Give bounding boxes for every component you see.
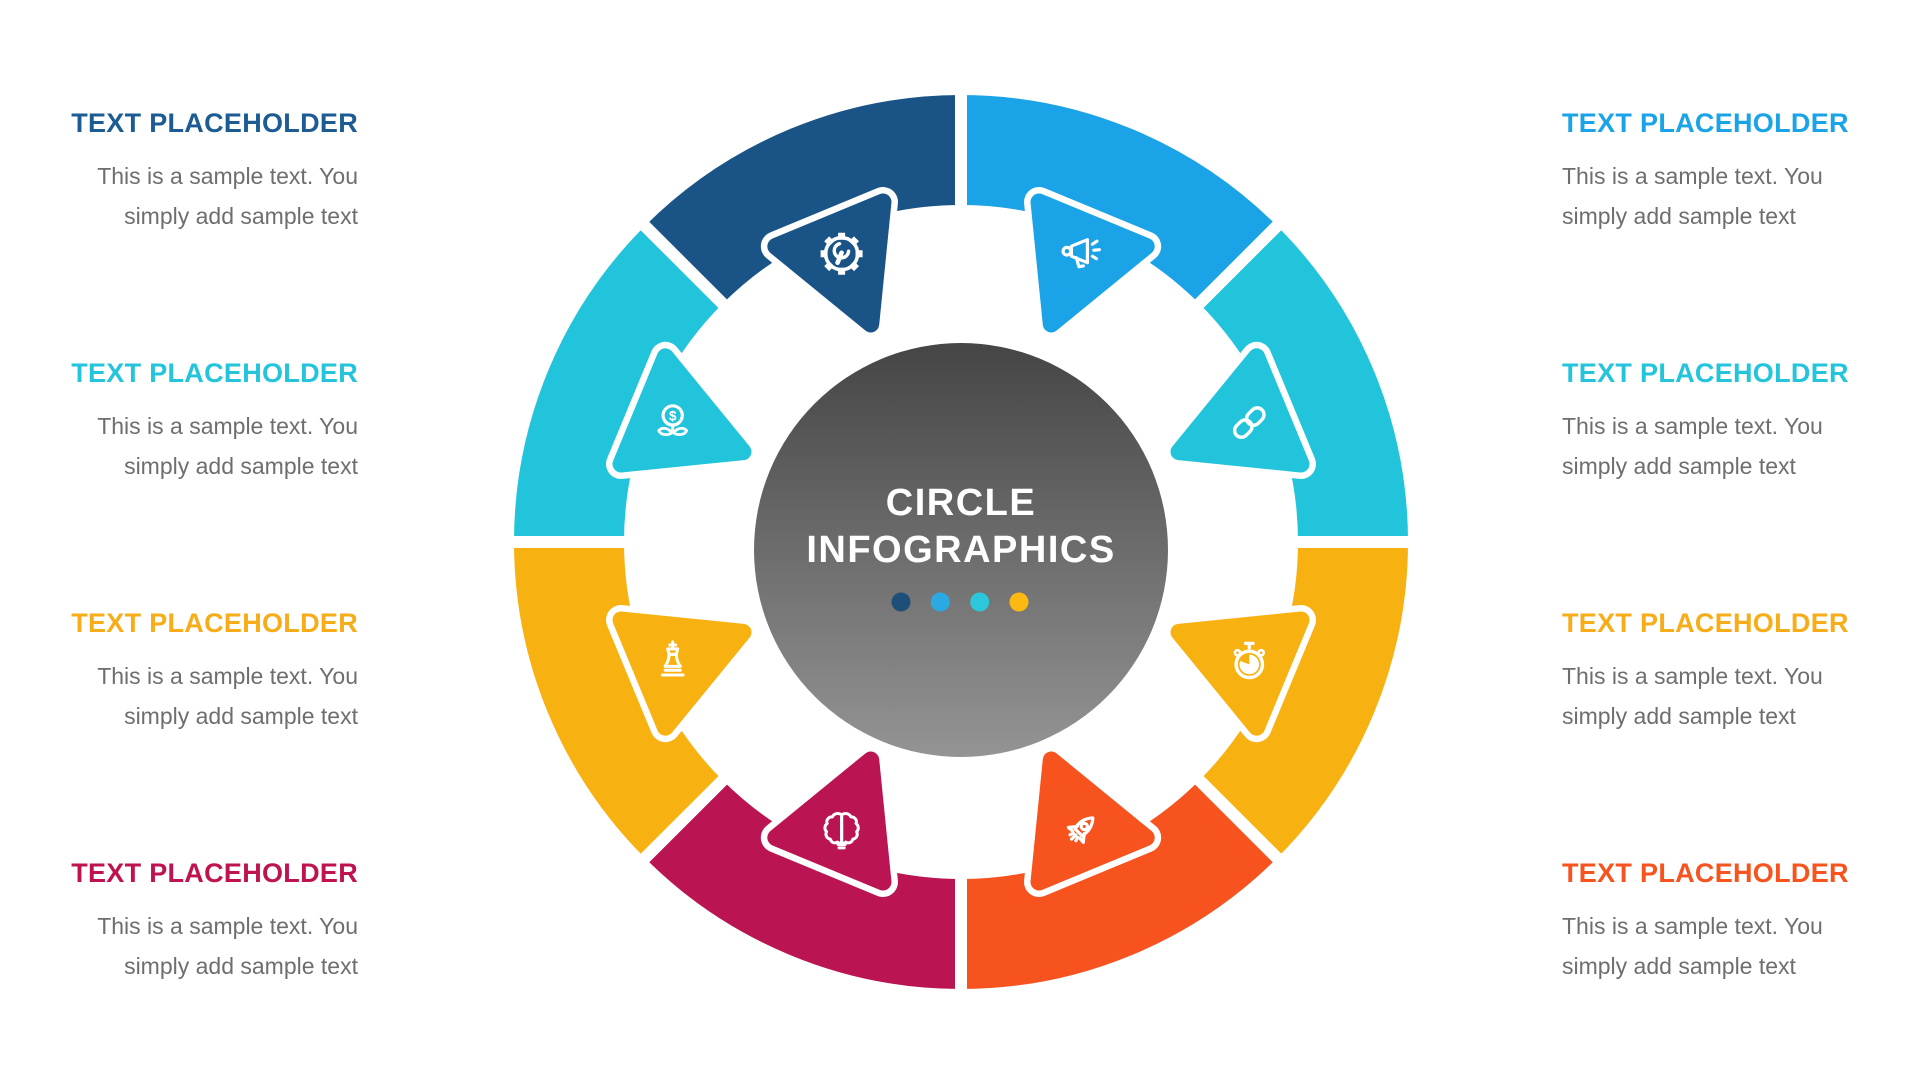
text-block-body-line: simply add sample text bbox=[124, 203, 358, 229]
infographic-ring bbox=[502, 83, 1420, 1001]
center-dots bbox=[891, 592, 1029, 612]
dot-dark-blue bbox=[891, 592, 911, 612]
text-block-left-2: TEXT PLACEHOLDER This is a sample text. … bbox=[71, 357, 358, 486]
text-block-heading: TEXT PLACEHOLDER bbox=[1562, 858, 1849, 888]
text-block-heading: TEXT PLACEHOLDER bbox=[1562, 608, 1849, 638]
center-title-line1: CIRCLE bbox=[886, 482, 1036, 524]
brain-icon bbox=[823, 812, 860, 850]
text-block-body-line: This is a sample text. You bbox=[1562, 913, 1823, 939]
text-block-left-4: TEXT PLACEHOLDER This is a sample text. … bbox=[71, 857, 358, 986]
text-block-right-3: TEXT PLACEHOLDER This is a sample text. … bbox=[1562, 607, 1849, 736]
triangle-badge-left-upper bbox=[606, 341, 758, 479]
text-block-body-line: This is a sample text. You bbox=[1562, 163, 1823, 189]
triangle-badge-left-lower bbox=[606, 605, 758, 743]
text-block-heading: TEXT PLACEHOLDER bbox=[1562, 358, 1849, 388]
text-block-body-line: simply add sample text bbox=[124, 703, 358, 729]
text-block-left-3: TEXT PLACEHOLDER This is a sample text. … bbox=[71, 607, 358, 736]
badge-icons: $ bbox=[657, 232, 1266, 850]
dot-cyan bbox=[970, 592, 990, 612]
triangle-badge-right-lower bbox=[1164, 605, 1316, 743]
text-block-body-line: This is a sample text. You bbox=[97, 663, 358, 689]
triangle-badge-top-right bbox=[1024, 187, 1162, 339]
text-block-heading: TEXT PLACEHOLDER bbox=[71, 108, 358, 138]
chess-king-icon bbox=[660, 640, 685, 677]
text-block-body-line: simply add sample text bbox=[124, 953, 358, 979]
triangle-badge-top-left bbox=[760, 187, 898, 339]
center-circle bbox=[754, 343, 1168, 757]
text-block-body-line: This is a sample text. You bbox=[1562, 413, 1823, 439]
text-block-body-line: simply add sample text bbox=[1562, 203, 1796, 229]
rocket-icon bbox=[1066, 816, 1095, 844]
text-block-right-1: TEXT PLACEHOLDER This is a sample text. … bbox=[1562, 107, 1849, 236]
dot-blue bbox=[930, 592, 950, 612]
stopwatch-icon bbox=[1233, 641, 1266, 680]
triangle-badge-bottom-left bbox=[760, 745, 898, 897]
text-block-body-line: simply add sample text bbox=[1562, 453, 1796, 479]
text-block-left-1: TEXT PLACEHOLDER This is a sample text. … bbox=[71, 107, 358, 236]
center-title-line2: INFOGRAPHICS bbox=[806, 529, 1115, 571]
text-block-heading: TEXT PLACEHOLDER bbox=[1562, 108, 1849, 138]
text-block-right-2: TEXT PLACEHOLDER This is a sample text. … bbox=[1562, 357, 1849, 486]
triangle-badge-bottom-right bbox=[1024, 745, 1162, 897]
text-block-body-line: simply add sample text bbox=[124, 453, 358, 479]
text-block-body-line: simply add sample text bbox=[1562, 703, 1796, 729]
text-block-right-4: TEXT PLACEHOLDER This is a sample text. … bbox=[1562, 857, 1849, 986]
text-block-heading: TEXT PLACEHOLDER bbox=[71, 608, 358, 638]
triangle-badge-right-upper bbox=[1164, 341, 1316, 479]
megaphone-icon bbox=[1061, 238, 1102, 269]
text-block-heading: TEXT PLACEHOLDER bbox=[71, 858, 358, 888]
text-block-heading: TEXT PLACEHOLDER bbox=[71, 358, 358, 388]
gear-wrench-icon bbox=[820, 232, 863, 275]
text-block-body-line: This is a sample text. You bbox=[1562, 663, 1823, 689]
dot-yellow bbox=[1009, 592, 1029, 612]
text-block-body-line: This is a sample text. You bbox=[97, 163, 358, 189]
money-plant-icon: $ bbox=[657, 404, 689, 436]
text-block-body-line: This is a sample text. You bbox=[97, 913, 358, 939]
triangle-badges bbox=[606, 187, 1316, 897]
text-block-body-line: simply add sample text bbox=[1562, 953, 1796, 979]
text-block-body-line: This is a sample text. You bbox=[97, 413, 358, 439]
dollar-glyph: $ bbox=[669, 408, 677, 423]
chain-link-icon bbox=[1232, 406, 1266, 440]
